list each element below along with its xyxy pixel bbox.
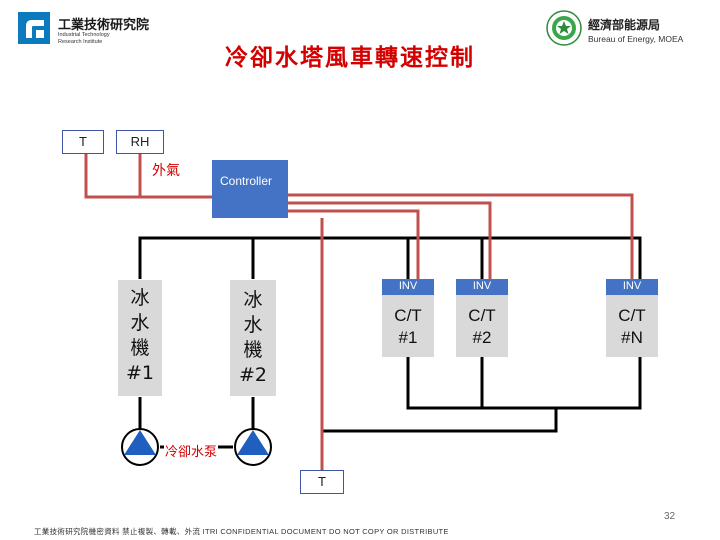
chiller-label-line: 水 — [243, 314, 263, 336]
itri-logo-icon — [18, 12, 50, 44]
temperature-sensor: T — [62, 130, 104, 154]
ct-label-line: C/T — [394, 306, 422, 325]
cooling-tower-2: INV C/T #2 — [456, 279, 508, 357]
chiller-label-line: 冰 — [243, 289, 263, 311]
pump-2-icon — [234, 428, 272, 466]
confidential-notice: 工業技術研究院機密資料 禁止複製、轉載、外流 ITRI CONFIDENTIAL… — [34, 527, 449, 536]
chiller-label-line: 機 — [130, 337, 150, 359]
signal-wires — [84, 154, 634, 470]
moea-logo: 經濟部能源局 Bureau of Energy, MOEA — [546, 10, 716, 50]
ct-label-line: #N — [621, 328, 643, 347]
pump-label: 冷卻水泵 — [164, 441, 219, 460]
pump-return-pipe — [322, 408, 558, 433]
ct-n-box: C/T #N — [606, 295, 658, 357]
water-temp-sensor: T — [300, 470, 344, 494]
supply-header-pipe — [138, 236, 642, 279]
ct-label-line: C/T — [618, 306, 646, 325]
ct-label-line: #1 — [398, 328, 418, 347]
chiller-label-line: 機 — [243, 339, 263, 361]
ct-2-box: C/T #2 — [456, 295, 508, 357]
inv1-signal-wire — [288, 209, 420, 279]
chiller-label-line: 水 — [130, 312, 150, 334]
ct-1-box: C/T #1 — [382, 295, 434, 357]
moea-name-cn: 經濟部能源局 — [588, 18, 661, 32]
inv-n-label: INV — [606, 279, 658, 295]
page-number: 32 — [664, 511, 676, 522]
ct-label-line: #2 — [472, 328, 492, 347]
inv-2-label: INV — [456, 279, 508, 295]
chiller-label-line: #1 — [125, 362, 154, 384]
chiller-label-line: #2 — [238, 364, 267, 386]
inv2-signal-wire — [288, 201, 492, 279]
humidity-sensor: RH — [116, 130, 164, 154]
cooling-tower-n: INV C/T #N — [606, 279, 658, 357]
itri-name-cn: 工業技術研究院 — [58, 18, 150, 33]
controller-label: Controller — [220, 174, 273, 188]
ct-return-pipe — [406, 357, 642, 410]
pump-1-icon — [121, 428, 159, 466]
chiller-2-box: 冰 水 機 #2 — [230, 280, 276, 396]
ct-label-line: C/T — [468, 306, 496, 325]
moea-name-en: Bureau of Energy, MOEA — [588, 34, 684, 44]
invn-signal-wire — [288, 193, 634, 279]
itri-name-en: Industrial Technology Research Institute — [58, 32, 110, 45]
moea-emblem-icon — [546, 10, 582, 46]
itri-logo: 工業技術研究院 Industrial Technology Research I… — [18, 12, 158, 52]
inv-1-label: INV — [382, 279, 434, 295]
cooling-tower-1: INV C/T #1 — [382, 279, 434, 357]
chiller-label-line: 冰 — [130, 287, 150, 309]
chiller-1-box: 冰 水 機 #1 — [118, 280, 162, 396]
page-title: 冷卻水塔風車轉速控制 — [225, 44, 475, 71]
controller-box: Controller — [212, 160, 288, 218]
sensor-signal-wire — [84, 154, 212, 199]
outside-air-label: 外氣 — [152, 163, 180, 179]
